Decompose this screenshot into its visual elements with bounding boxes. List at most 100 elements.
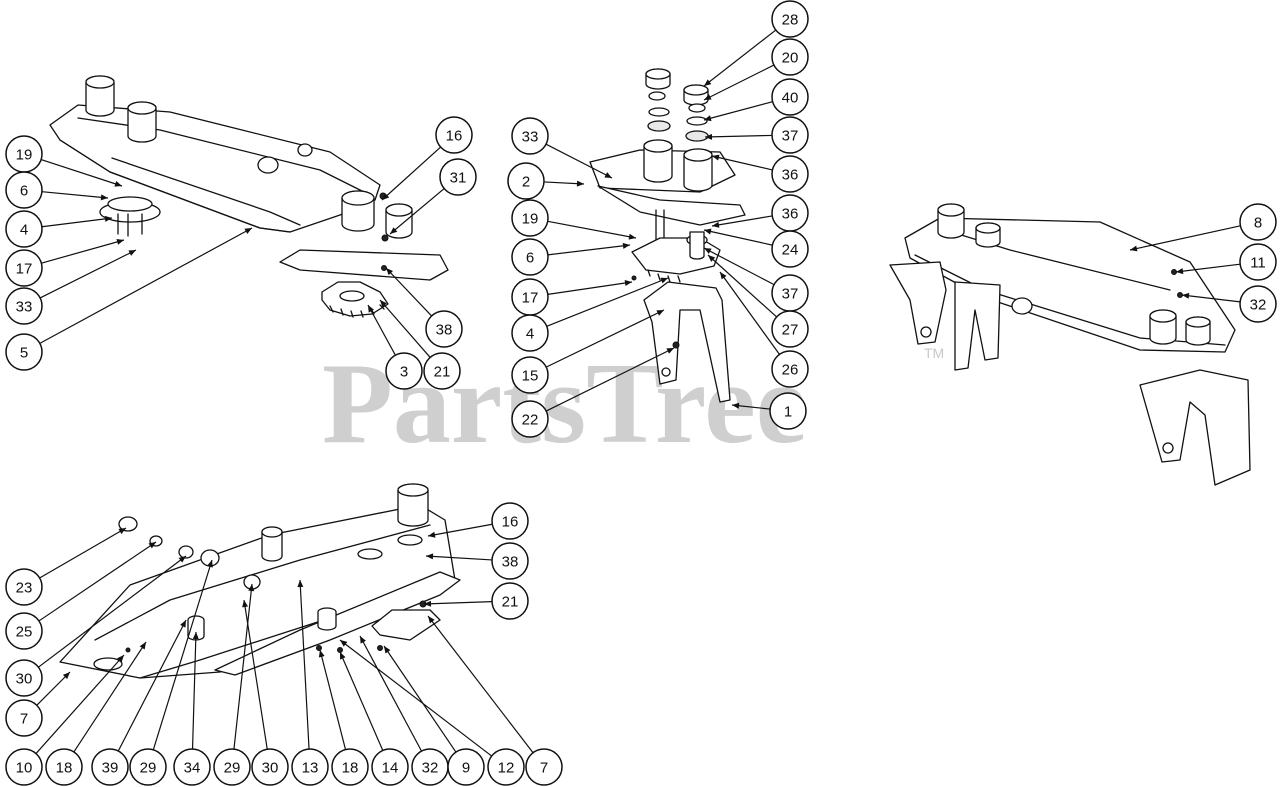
callout-leader	[379, 299, 431, 358]
callout-circle	[487, 748, 525, 786]
callout-label: 18	[342, 760, 359, 777]
callout-leader	[41, 217, 113, 228]
callout-balloon-33[interactable]: 33	[511, 117, 549, 155]
callout-balloon-38[interactable]: 38	[425, 310, 463, 348]
callout-balloon-28[interactable]: 28	[771, 0, 809, 38]
callout-balloon-12[interactable]: 12	[487, 748, 525, 786]
callout-circle	[511, 238, 549, 276]
callout-balloon-4[interactable]: 4	[5, 210, 43, 248]
callout-balloon-10[interactable]: 10	[5, 748, 43, 786]
callout-balloon-32[interactable]: 32	[1239, 285, 1277, 323]
callout-balloon-29[interactable]: 29	[129, 748, 167, 786]
callout-balloon-1[interactable]: 1	[769, 392, 807, 430]
callout-label: 12	[498, 760, 515, 777]
callout-leader	[35, 654, 125, 754]
callout-arrowhead	[114, 180, 122, 187]
callout-balloon-33[interactable]: 33	[5, 287, 43, 325]
callout-balloon-5[interactable]: 5	[5, 333, 43, 371]
callout-arrowhead	[368, 305, 374, 313]
callout-balloon-2[interactable]: 2	[507, 162, 545, 200]
callout-balloon-16[interactable]: 16	[491, 502, 529, 540]
callout-label: 8	[1254, 215, 1262, 232]
callout-balloon-13[interactable]: 13	[291, 748, 329, 786]
callout-balloon-30[interactable]: 30	[251, 748, 289, 786]
callout-leader	[367, 304, 396, 356]
callout-leader	[425, 555, 493, 561]
callout-balloon-25[interactable]: 25	[5, 612, 43, 650]
callout-balloon-29[interactable]: 29	[213, 748, 251, 786]
callout-balloon-37[interactable]: 37	[771, 116, 809, 154]
callout-circle	[291, 748, 329, 786]
callout-leader	[389, 188, 445, 235]
callout-leader	[423, 601, 493, 605]
callout-leader	[547, 244, 631, 256]
callout-balloon-34[interactable]: 34	[173, 748, 211, 786]
callout-leader	[73, 641, 147, 753]
callout-arrowhead	[704, 79, 712, 86]
callout-balloon-36[interactable]: 36	[771, 194, 809, 232]
callout-balloon-21[interactable]: 21	[423, 352, 461, 390]
callout-balloon-26[interactable]: 26	[771, 350, 809, 388]
callout-balloon-19[interactable]: 19	[511, 199, 549, 237]
callout-circle	[525, 748, 563, 786]
callout-label: 34	[184, 760, 201, 777]
callout-leader	[243, 599, 268, 750]
callout-arrowhead	[340, 652, 346, 660]
callout-balloon-36[interactable]: 36	[771, 155, 809, 193]
callout-circle	[511, 314, 549, 352]
callout-balloon-15[interactable]: 15	[511, 356, 549, 394]
callout-leader	[39, 227, 253, 344]
callout-arrowhead	[622, 242, 630, 249]
callout-balloon-3[interactable]: 3	[385, 352, 423, 390]
callout-balloon-20[interactable]: 20	[771, 38, 809, 76]
callout-label: 19	[522, 211, 539, 228]
callout-balloon-39[interactable]: 39	[91, 748, 129, 786]
callout-balloon-21[interactable]: 21	[491, 582, 529, 620]
callout-arrowhead	[576, 180, 584, 187]
callout-balloon-31[interactable]: 31	[439, 158, 477, 196]
callout-balloon-40[interactable]: 40	[771, 78, 809, 116]
callout-balloon-17[interactable]: 17	[511, 278, 549, 316]
callout-leaders	[35, 29, 1241, 757]
callout-label: 33	[16, 299, 33, 316]
callout-balloon-14[interactable]: 14	[371, 748, 409, 786]
callout-balloon-37[interactable]: 37	[771, 274, 809, 312]
callout-balloon-17[interactable]: 17	[5, 249, 43, 287]
callout-label: 4	[20, 222, 28, 239]
callout-circle	[491, 582, 529, 620]
callout-leader	[41, 239, 125, 264]
callout-balloon-18[interactable]: 18	[45, 748, 83, 786]
callout-balloon-23[interactable]: 23	[5, 568, 43, 606]
callout-balloon-27[interactable]: 27	[771, 310, 809, 348]
callout-circle	[45, 748, 83, 786]
callout-leader	[703, 101, 773, 121]
callout-balloon-7[interactable]: 7	[525, 748, 563, 786]
callout-balloon-24[interactable]: 24	[771, 230, 809, 268]
callout-arrowhead	[604, 172, 612, 178]
callout-balloon-6[interactable]: 6	[511, 238, 549, 276]
callout-circle	[511, 117, 549, 155]
callout-label: 29	[224, 760, 241, 777]
callout-balloon-8[interactable]: 8	[1239, 203, 1277, 241]
callout-balloon-32[interactable]: 32	[411, 748, 449, 786]
callout-balloon-22[interactable]: 22	[511, 400, 549, 438]
callout-leader	[703, 29, 777, 87]
callout-circle	[491, 542, 529, 580]
callout-leader	[545, 347, 675, 412]
callout-balloon-30[interactable]: 30	[5, 659, 43, 697]
callout-balloon-38[interactable]: 38	[491, 542, 529, 580]
callout-circle	[213, 748, 251, 786]
assembly-right	[889, 203, 1251, 486]
callout-arrowhead	[128, 250, 136, 256]
callout-balloon-6[interactable]: 6	[5, 171, 43, 209]
callout-balloon-9[interactable]: 9	[447, 748, 485, 786]
callout-balloon-16[interactable]: 16	[435, 116, 473, 154]
callout-label: 24	[782, 242, 799, 259]
callout-arrowhead	[704, 94, 712, 100]
callout-balloon-11[interactable]: 11	[1239, 243, 1277, 281]
callout-balloon-18[interactable]: 18	[331, 748, 369, 786]
callout-balloon-4[interactable]: 4	[511, 314, 549, 352]
callout-label: 23	[16, 580, 33, 597]
callout-balloon-19[interactable]: 19	[5, 135, 43, 173]
callout-balloon-7[interactable]: 7	[5, 699, 43, 737]
